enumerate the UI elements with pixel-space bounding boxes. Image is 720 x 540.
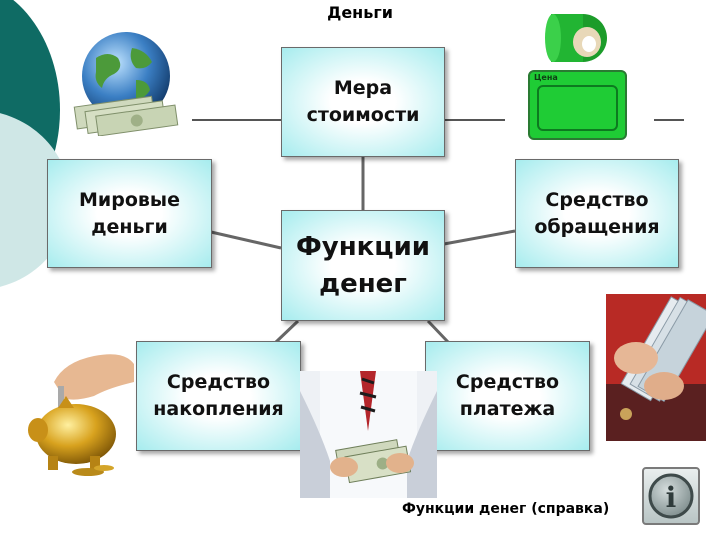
connector-center-to-bottom-right [426,319,450,344]
info-icon: i [648,473,694,519]
hands-banknotes-image [606,294,706,441]
node-measure-of-value[interactable]: Мера стоимости [281,47,445,157]
price-tag-image: Цена [528,70,627,140]
node-world-money[interactable]: Мировые деньги [47,159,212,268]
node-medium-of-exchange[interactable]: Средство обращения [515,159,679,268]
globe-money-image [73,32,179,136]
caption-functions-reference[interactable]: Функции денег (справка) [402,501,610,517]
connector-right-to-center [443,229,516,246]
label-roll-image [545,14,607,62]
connector-left-to-center [210,230,282,250]
piggy-bank-image [28,354,134,476]
connector-center-to-bottom-left [274,319,300,344]
node-functions-of-money[interactable]: Функции денег [281,210,445,321]
businessman-cash-image [300,371,437,498]
info-glyph: i [666,481,677,514]
price-tag-label: Цена [534,73,558,82]
info-button[interactable]: i [642,467,700,525]
slide-title: Деньги [327,3,393,22]
price-tag-inner-frame [537,85,618,131]
node-means-of-payment[interactable]: Средство платежа [425,341,590,451]
node-store-of-value[interactable]: Средство накопления [136,341,301,451]
